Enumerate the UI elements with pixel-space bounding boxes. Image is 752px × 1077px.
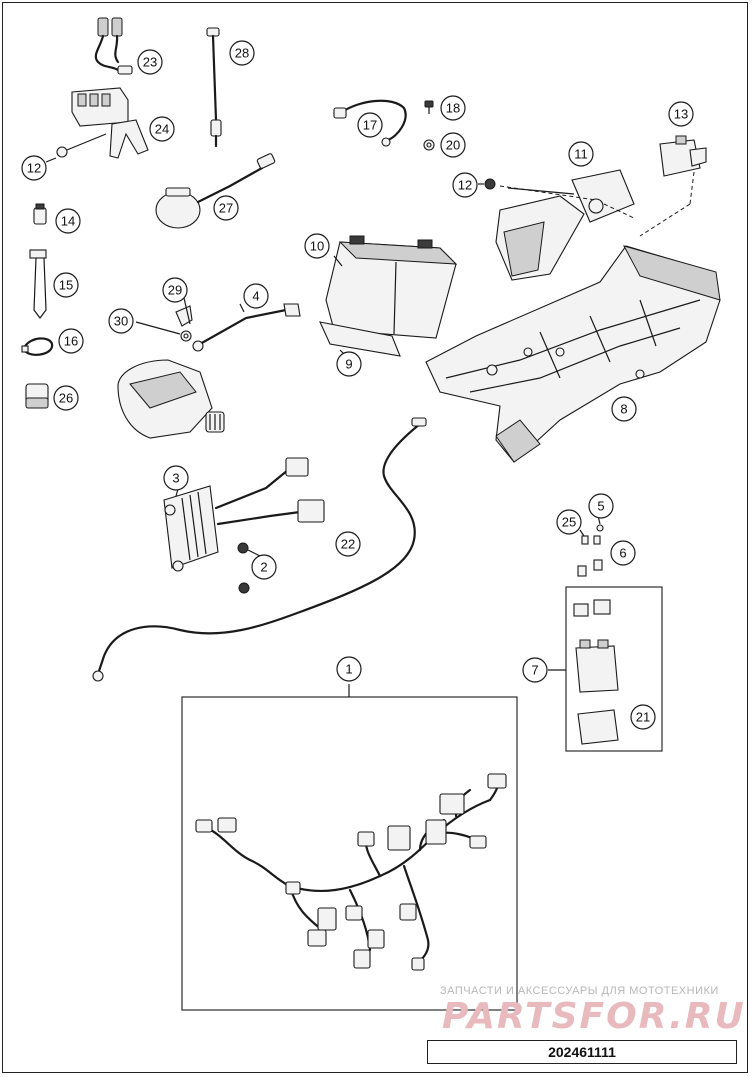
part-27-sensor [155, 153, 276, 229]
part-23-connector-cable [94, 17, 133, 75]
callout-20: 20 [440, 132, 466, 158]
part-30-nut [180, 330, 192, 342]
svg-text:6: 6 [619, 546, 626, 561]
part-12-bolt-right [484, 178, 496, 190]
callout-10: 10 [304, 233, 330, 259]
svg-text:12: 12 [27, 161, 41, 176]
svg-text:10: 10 [310, 239, 324, 254]
part-14-fuse [33, 203, 47, 225]
svg-text:9: 9 [345, 357, 352, 372]
callout-16: 16 [58, 328, 84, 354]
callout-15: 15 [53, 272, 79, 298]
callout-21: 21 [630, 704, 656, 730]
callout-7: 7 [522, 657, 548, 683]
part-6-fuses [577, 559, 603, 577]
svg-text:11: 11 [574, 147, 588, 162]
svg-text:1: 1 [345, 662, 352, 677]
watermark-tagline: ЗАПЧАСТИ И АКСЕССУАРЫ ДЛЯ МОТОТЕХНИКИ [440, 985, 719, 997]
part-1-wiring-harness [181, 684, 518, 1011]
part-13-relay [639, 135, 707, 237]
callout-2: 2 [251, 554, 277, 580]
svg-text:14: 14 [61, 214, 75, 229]
svg-text:28: 28 [235, 46, 249, 61]
callout-1: 1 [336, 656, 362, 682]
leader-lines [45, 157, 601, 558]
svg-text:17: 17 [363, 118, 377, 133]
callout-6: 6 [610, 540, 636, 566]
callout-29: 29 [162, 277, 188, 303]
callout-8: 8 [611, 396, 637, 422]
svg-text:21: 21 [636, 710, 650, 725]
callout-5: 5 [588, 493, 614, 519]
part-4-ground-cable [192, 303, 301, 352]
callout-18: 18 [440, 95, 466, 121]
svg-text:3: 3 [172, 471, 179, 486]
svg-text:2: 2 [260, 560, 267, 575]
callout-14: 14 [55, 208, 81, 234]
svg-text:30: 30 [114, 314, 128, 329]
part-22-main-cable [92, 417, 427, 682]
part-5-screw [596, 524, 604, 532]
diagram-id: 202461111 [427, 1040, 737, 1064]
part-17-cable [333, 99, 407, 147]
part-28-rod [206, 27, 222, 148]
part-16-cable-tie [21, 337, 54, 356]
callout-25: 25 [556, 509, 582, 535]
svg-text:24: 24 [155, 122, 169, 137]
svg-text:29: 29 [168, 283, 182, 298]
svg-text:4: 4 [252, 289, 259, 304]
part-11-holder [495, 169, 635, 281]
part-29-cap [175, 305, 193, 327]
callout-3: 3 [163, 465, 189, 491]
svg-text:25: 25 [562, 515, 576, 530]
svg-text:12: 12 [458, 178, 472, 193]
svg-text:23: 23 [143, 55, 157, 70]
svg-text:18: 18 [446, 101, 460, 116]
callout-24: 24 [149, 116, 175, 142]
part-24-switch-assembly [56, 87, 149, 159]
part-7-relay-kit [548, 586, 663, 752]
callout-13: 13 [668, 101, 694, 127]
svg-text:7: 7 [531, 663, 538, 678]
callout-17: 17 [357, 112, 383, 138]
callout-22: 22 [335, 531, 361, 557]
callout-30: 30 [108, 308, 134, 334]
svg-text:15: 15 [59, 278, 73, 293]
callout-27: 27 [213, 195, 239, 221]
part-2-screws [237, 542, 250, 594]
svg-text:20: 20 [446, 138, 460, 153]
callout-28: 28 [229, 40, 255, 66]
callout-9: 9 [336, 351, 362, 377]
callout-12a: 12 [21, 155, 47, 181]
callout-23: 23 [137, 49, 163, 75]
svg-text:8: 8 [620, 402, 627, 417]
part-20-washer [423, 139, 435, 151]
part-15-cable-tie [29, 249, 47, 319]
svg-text:27: 27 [219, 201, 233, 216]
watermark-logo: PARTSFOR.RU [442, 996, 746, 1037]
callouts: 1 2 3 4 5 6 7 8 9 10 11 12 12 13 14 15 1… [21, 40, 694, 730]
part-25-fuse [581, 535, 601, 545]
callout-11: 11 [568, 141, 594, 167]
svg-text:22: 22 [341, 537, 355, 552]
part-3-regulator [163, 457, 325, 572]
part-8-subframe [425, 245, 721, 463]
svg-text:13: 13 [674, 107, 688, 122]
part-18-screw [424, 100, 434, 114]
part-10-battery [325, 235, 458, 339]
svg-text:5: 5 [597, 499, 604, 514]
part-9-pad [319, 321, 401, 357]
part-26-rubber-cap [25, 383, 49, 409]
svg-text:26: 26 [59, 391, 73, 406]
starter-motor [117, 359, 225, 439]
callout-26: 26 [53, 385, 79, 411]
svg-text:16: 16 [64, 334, 78, 349]
callout-12b: 12 [452, 172, 478, 198]
callout-4: 4 [243, 283, 269, 309]
